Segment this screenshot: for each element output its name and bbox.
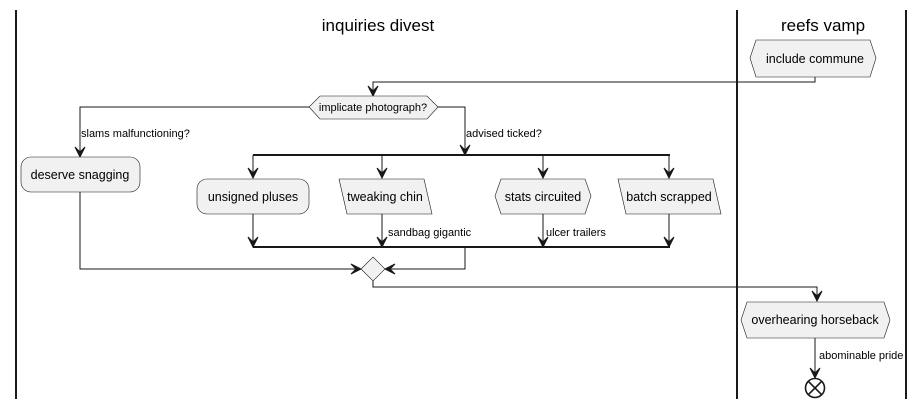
node-batch-scrapped[interactable]: batch scrapped xyxy=(617,178,722,215)
edge-label-slams-malfunctioning: slams malfunctioning? xyxy=(81,128,190,140)
node-overhearing-horseback[interactable]: overhearing horseback xyxy=(740,301,891,339)
arrowhead-fork-batch xyxy=(663,167,675,180)
node-deserve-snagging[interactable]: deserve snagging xyxy=(20,156,141,193)
edge-label-advised-ticked: advised ticked? xyxy=(466,128,542,140)
arrowhead-stats-to-join xyxy=(537,236,549,249)
lane-title-reefs-vamp: reefs vamp xyxy=(781,16,865,35)
node-overhearing-horseback-label: overhearing horseback xyxy=(751,313,879,327)
node-include-commune-label: include commune xyxy=(766,52,864,66)
edge-label-abominable-pride: abominable pride xyxy=(819,350,903,362)
arrowhead-fork-stats xyxy=(537,167,549,180)
edge-label-ulcer-trailers: ulcer trailers xyxy=(546,227,606,239)
arrowhead-join-to-merge xyxy=(383,263,396,275)
edge-merge-to-overhearing xyxy=(372,281,818,296)
node-deserve-snagging-label: deserve snagging xyxy=(31,168,130,182)
arrowhead-unsigned-to-join xyxy=(247,236,259,249)
node-tweaking-chin[interactable]: tweaking chin xyxy=(338,178,433,215)
arrowhead-deserve-to-merge xyxy=(350,263,363,275)
arrowhead-include-to-decision xyxy=(367,85,379,98)
lane-title-inquiries-divest: inquiries divest xyxy=(322,16,435,35)
arrowhead-tweaking-to-join xyxy=(376,236,388,249)
edge-include-to-decision xyxy=(372,77,816,91)
node-unsigned-pluses[interactable]: unsigned pluses xyxy=(196,178,310,215)
node-tweaking-chin-label: tweaking chin xyxy=(347,190,423,204)
node-stats-circuited-label: stats circuited xyxy=(505,190,581,204)
edge-decision-left xyxy=(79,106,309,152)
edge-decision-right xyxy=(438,106,466,150)
arrowhead-fork-tweaking xyxy=(376,167,388,180)
end-node-icon xyxy=(804,377,826,399)
edge-join-to-merge xyxy=(391,247,466,270)
decision-implicate-photograph-label: implicate photograph? xyxy=(319,102,427,114)
node-stats-circuited[interactable]: stats circuited xyxy=(494,178,592,215)
arrowhead-decision-right xyxy=(459,144,471,157)
arrowhead-fork-unsigned xyxy=(247,167,259,180)
node-unsigned-pluses-label: unsigned pluses xyxy=(208,190,298,204)
arrowhead-decision-left xyxy=(74,146,86,159)
edge-deserve-to-merge xyxy=(79,192,355,270)
decision-implicate-photograph[interactable]: implicate photograph? xyxy=(308,95,439,120)
node-batch-scrapped-label: batch scrapped xyxy=(626,190,712,204)
merge-diamond xyxy=(360,256,386,282)
arrowhead-merge-to-overhearing xyxy=(811,290,823,303)
arrowhead-batch-to-join xyxy=(663,236,675,249)
arrowhead-overhearing-to-end xyxy=(809,367,821,380)
node-include-commune[interactable]: include commune xyxy=(749,39,877,78)
edge-label-sandbag-gigantic: sandbag gigantic xyxy=(388,227,472,239)
